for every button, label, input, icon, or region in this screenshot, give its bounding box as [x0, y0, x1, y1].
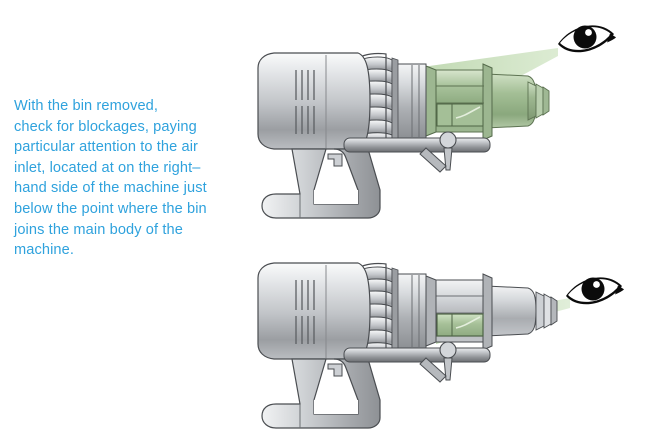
motor-body: [257, 52, 371, 150]
wand-tube: [343, 131, 491, 173]
vacuum-air-inlet-illustration: [240, 238, 649, 434]
eye-icon: [558, 25, 616, 53]
motor-body: [257, 262, 371, 360]
bin-assembly: [425, 273, 558, 351]
eye-icon: [566, 277, 624, 305]
vacuum-overview-illustration: [240, 8, 649, 228]
air-inlet-highlight: [436, 313, 484, 337]
bin-assembly-highlight: [425, 63, 550, 141]
handle-grip: [261, 358, 381, 429]
instruction-text: With the bin removed, check for blockage…: [14, 98, 207, 259]
handle-grip: [261, 148, 381, 219]
wand-tube: [343, 341, 491, 383]
